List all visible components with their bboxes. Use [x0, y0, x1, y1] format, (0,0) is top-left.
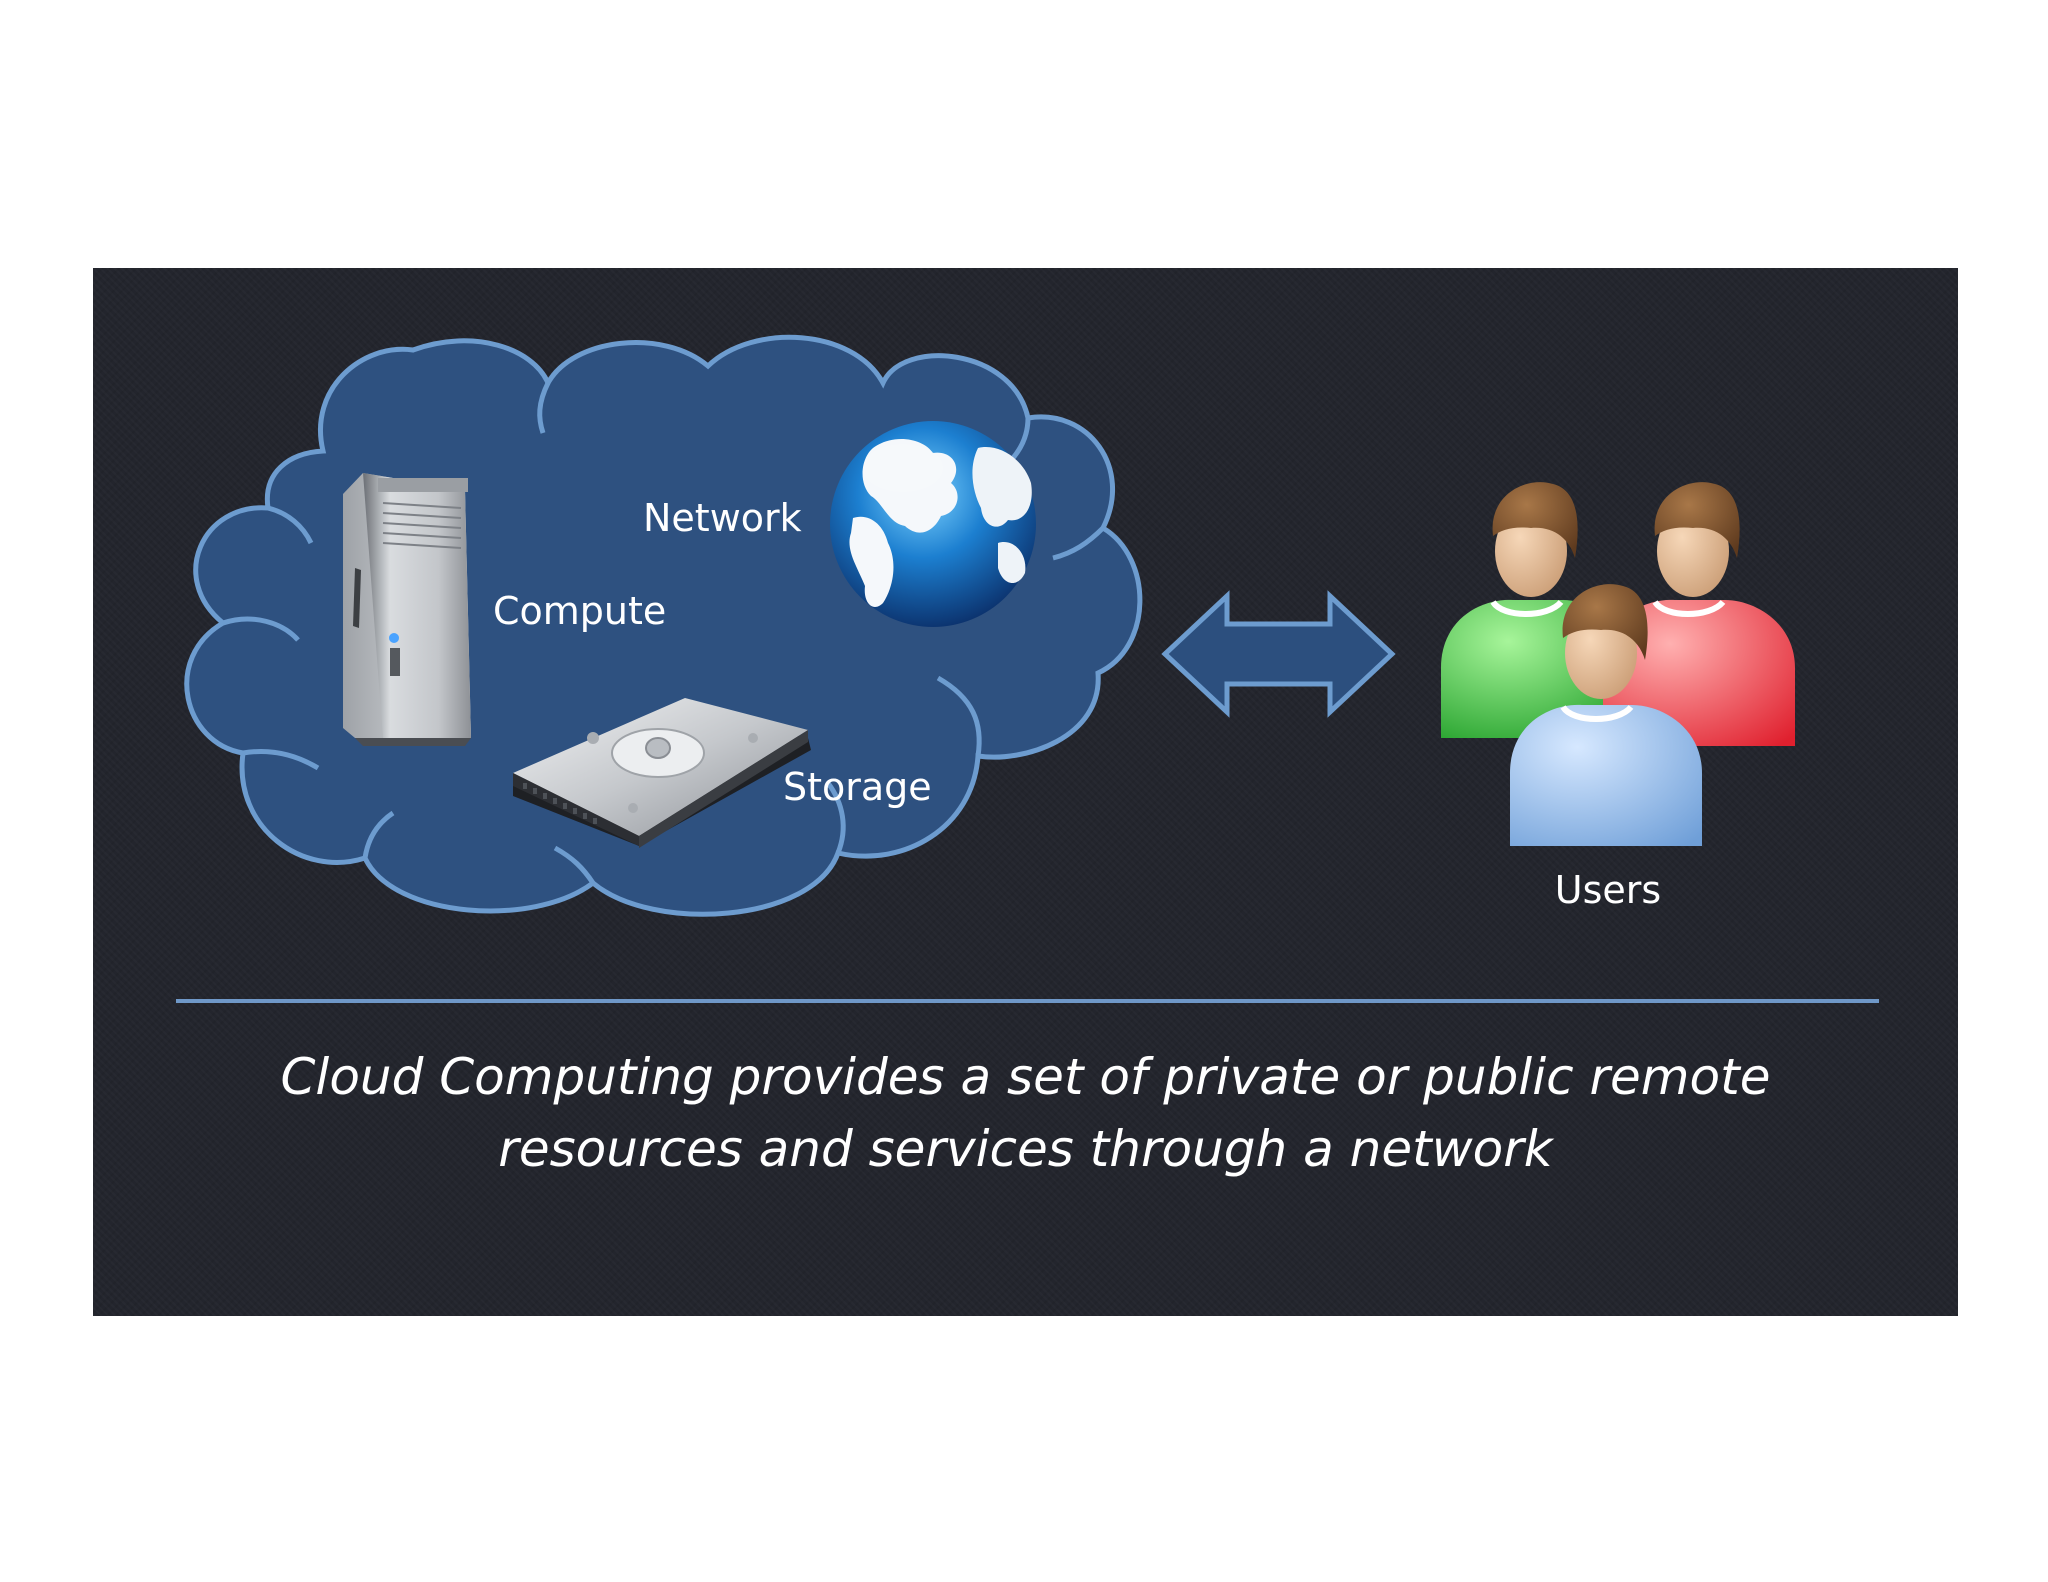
cloud-computing-diagram: Compute Network Storage	[184, 334, 1795, 917]
users-label: Users	[1555, 868, 1661, 912]
hard-drive-icon	[513, 698, 811, 848]
divider-line	[176, 999, 1879, 1003]
storage-label: Storage	[783, 765, 932, 809]
slide: Compute Network Storage	[93, 268, 1958, 1316]
caption-line-1: Cloud Computing provides a set of privat…	[280, 1048, 1771, 1106]
server-tower-icon	[343, 473, 471, 746]
user-group-icon	[1441, 482, 1795, 846]
caption: Cloud Computing provides a set of privat…	[93, 1041, 1958, 1185]
network-label: Network	[643, 496, 802, 540]
caption-line-2: resources and services through a network	[498, 1120, 1553, 1178]
globe-icon	[830, 421, 1036, 627]
user-blue	[1510, 584, 1702, 846]
compute-label: Compute	[493, 589, 666, 633]
bidirectional-arrow-icon	[1161, 590, 1396, 718]
